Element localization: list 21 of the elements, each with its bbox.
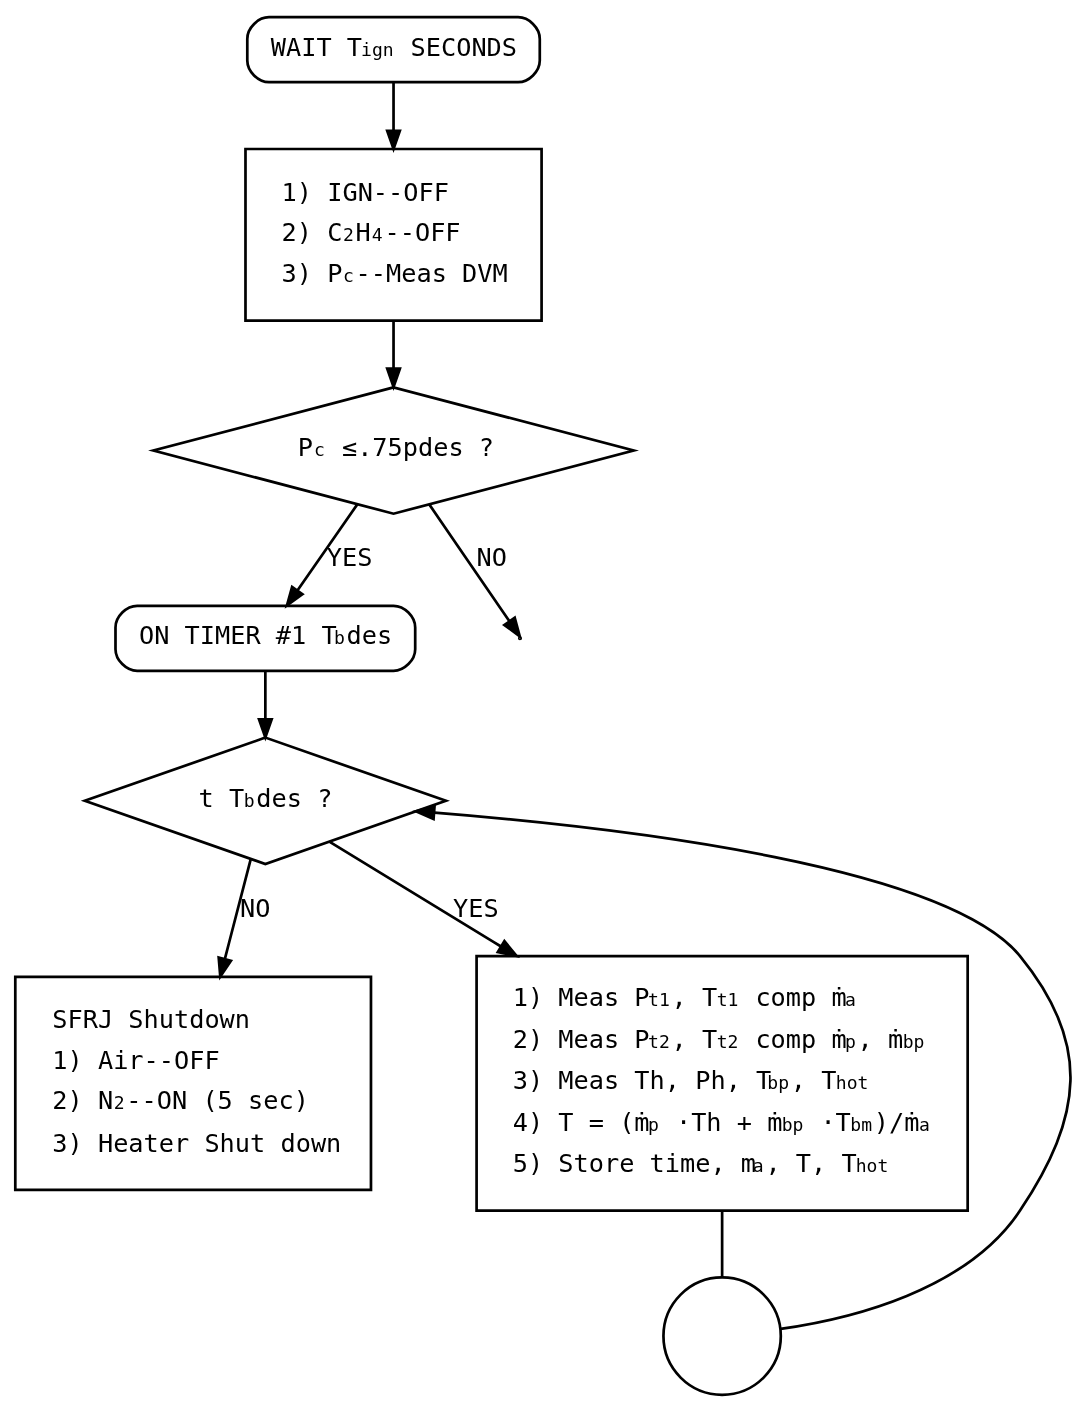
edge-label: YES bbox=[326, 543, 373, 573]
arrow bbox=[217, 858, 253, 981]
node-box: ON TIMER #1 Tbdes bbox=[114, 604, 417, 673]
edge-label: YES bbox=[453, 893, 499, 923]
arrow bbox=[385, 82, 402, 153]
edge-label: NO bbox=[476, 543, 508, 573]
arrow bbox=[411, 804, 1072, 1331]
node-box: 1) Meas Pt1, Tt1 comp ṁa 2) Meas Pt2, Tt2 comp ṁp, ṁbp 3) Meas Th, Ph, Tbp, Thot 4) T = (ṁp ·Th + ṁbp ·Tbm)/ṁa 5) Store time, ma, T, Thot bbox=[475, 954, 970, 1212]
node-diamond: Pc ≤.75pdes ? bbox=[148, 385, 639, 516]
node-box: 1) IGN--OFF 2) C2H4--OFF 3) Pc--Meas DVM bbox=[244, 147, 543, 322]
node-circle bbox=[662, 1276, 783, 1397]
arrow bbox=[428, 503, 523, 640]
arrow bbox=[385, 321, 402, 391]
node-diamond: t Tbdes ? bbox=[80, 736, 450, 866]
arrow bbox=[284, 503, 359, 609]
node-box: WAIT Tign SECONDS bbox=[245, 15, 542, 84]
connector bbox=[720, 1211, 724, 1278]
arrow bbox=[257, 671, 274, 742]
arrow bbox=[328, 840, 521, 959]
node-box: SFRJ Shutdown 1) Air--OFF 2) N2--ON (5 sec) 3) Heater Shut down bbox=[13, 975, 373, 1192]
edge-label: NO bbox=[240, 893, 271, 923]
